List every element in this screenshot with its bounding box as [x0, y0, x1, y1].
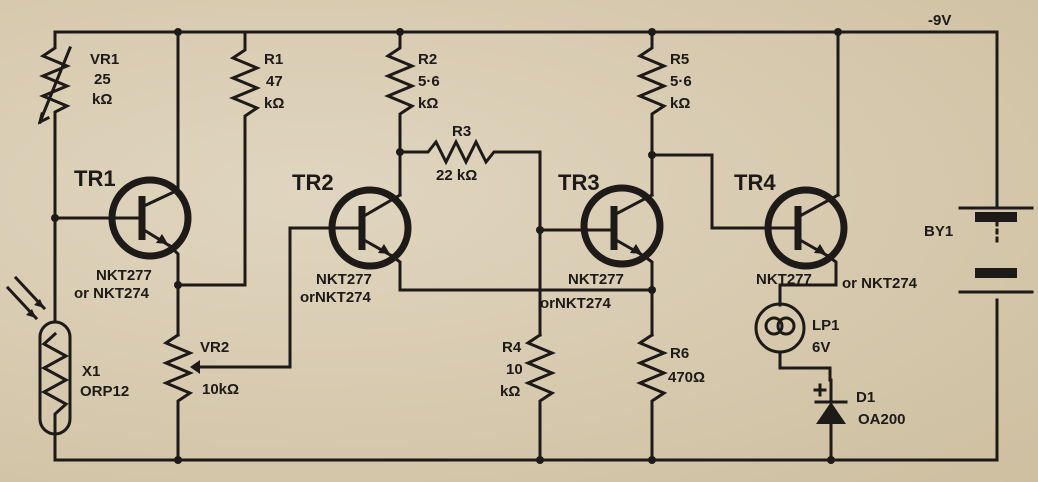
tr3-transistor	[580, 184, 664, 268]
tr3-emitter-wire	[641, 253, 654, 337]
r6-value: 470Ω	[668, 369, 705, 386]
vr1-resistor	[37, 30, 72, 220]
tr4-type-a: NKT277	[756, 271, 812, 288]
vr2-ref: VR2	[200, 339, 229, 356]
tr2-type-b: orNKT274	[300, 289, 372, 306]
vr2-potentiometer	[162, 226, 322, 462]
d1-ref: D1	[856, 389, 875, 406]
lp1-ref: LP1	[812, 317, 840, 334]
r3-value: 22 kΩ	[436, 167, 477, 184]
battery-by1	[958, 206, 1034, 294]
tr4-transistor	[762, 186, 848, 270]
d1-value: OA200	[858, 411, 906, 428]
r1-unit: kΩ	[264, 95, 284, 112]
r1-resistor	[176, 30, 261, 287]
tr3-type-a: NKT277	[568, 271, 624, 288]
vr1-unit: kΩ	[92, 91, 112, 108]
x1-value: ORP12	[80, 383, 129, 400]
vr1-ref: VR1	[90, 51, 119, 68]
r2-value: 5·6	[418, 73, 440, 90]
x1-ref: X1	[82, 363, 100, 380]
tr1-ref: TR1	[74, 166, 116, 191]
r6-resistor	[636, 332, 668, 462]
lp1-lamp	[754, 302, 832, 382]
tr1-transistor	[106, 176, 192, 260]
tr1-emitter-wire	[167, 243, 180, 337]
tr4-type-b: or NKT274	[842, 275, 918, 292]
r3-ref: R3	[452, 123, 471, 140]
vr1-value: 25	[94, 71, 111, 88]
r5-resistor	[636, 30, 766, 230]
r4-value: 10	[506, 361, 523, 378]
battery-label: BY1	[924, 223, 953, 240]
tr2-ref: TR2	[292, 170, 334, 195]
negative-rail	[53, 30, 999, 207]
r3-resistor	[398, 138, 542, 232]
tr3-type-b: orNKT274	[540, 295, 612, 312]
tr2-emitter-wire	[389, 253, 654, 292]
r6-ref: R6	[670, 345, 689, 362]
tr2-type-a: NKT277	[316, 271, 372, 288]
r5-value: 5·6	[670, 73, 692, 90]
r4-ref: R4	[502, 339, 522, 356]
x1-ldr	[5, 275, 72, 462]
r5-ref: R5	[670, 51, 689, 68]
r2-unit: kΩ	[418, 95, 438, 112]
ground-rail	[53, 298, 999, 462]
tr1-type-b: or NKT274	[74, 285, 150, 302]
r1-ref: R1	[264, 51, 283, 68]
tr1-type-a: NKT277	[96, 267, 152, 284]
tr2-transistor	[318, 186, 412, 270]
r5-unit: kΩ	[670, 95, 690, 112]
d1-diode	[813, 378, 848, 462]
tr4-ref: TR4	[734, 170, 776, 195]
tr3-ref: TR3	[558, 170, 600, 195]
r1-value: 47	[266, 73, 283, 90]
junction-dots	[51, 28, 842, 464]
r4-unit: kΩ	[500, 383, 520, 400]
supply-label: -9V	[928, 12, 951, 29]
r2-ref: R2	[418, 51, 437, 68]
tr4-emitter-wire	[778, 253, 838, 307]
r4-resistor	[524, 332, 556, 462]
r2-resistor	[384, 30, 416, 197]
lp1-value: 6V	[812, 339, 830, 356]
vr2-value: 10kΩ	[202, 381, 239, 398]
